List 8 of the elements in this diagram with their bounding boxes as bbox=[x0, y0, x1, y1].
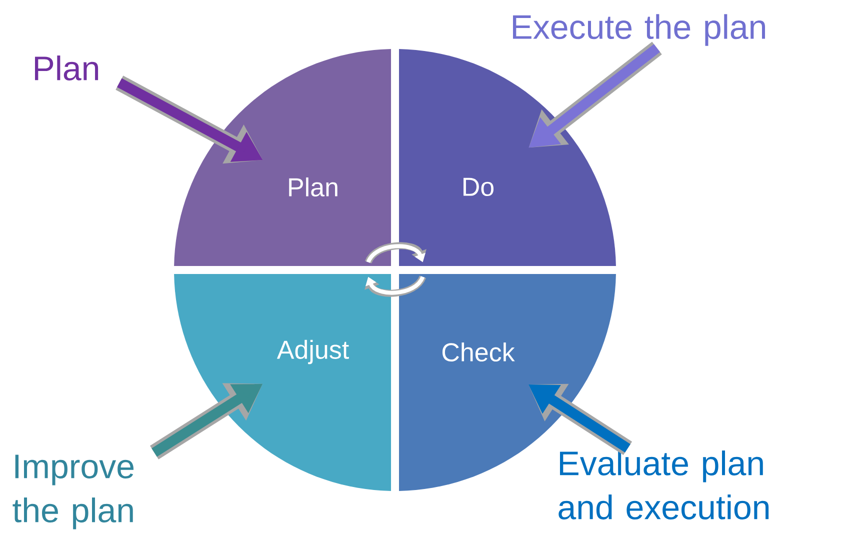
cycle-arrow bbox=[364, 275, 426, 297]
annotation-text: Improve the plan bbox=[12, 454, 134, 530]
cycle-arrow bbox=[365, 242, 426, 264]
quadrant-segment: Adjust bbox=[174, 274, 391, 491]
annotation-text: Execute the plan bbox=[513, 14, 765, 46]
quadrant-segment: Plan bbox=[174, 49, 391, 266]
annotation-text: Plan bbox=[35, 56, 98, 80]
quadrant-segment: Do bbox=[399, 49, 616, 266]
